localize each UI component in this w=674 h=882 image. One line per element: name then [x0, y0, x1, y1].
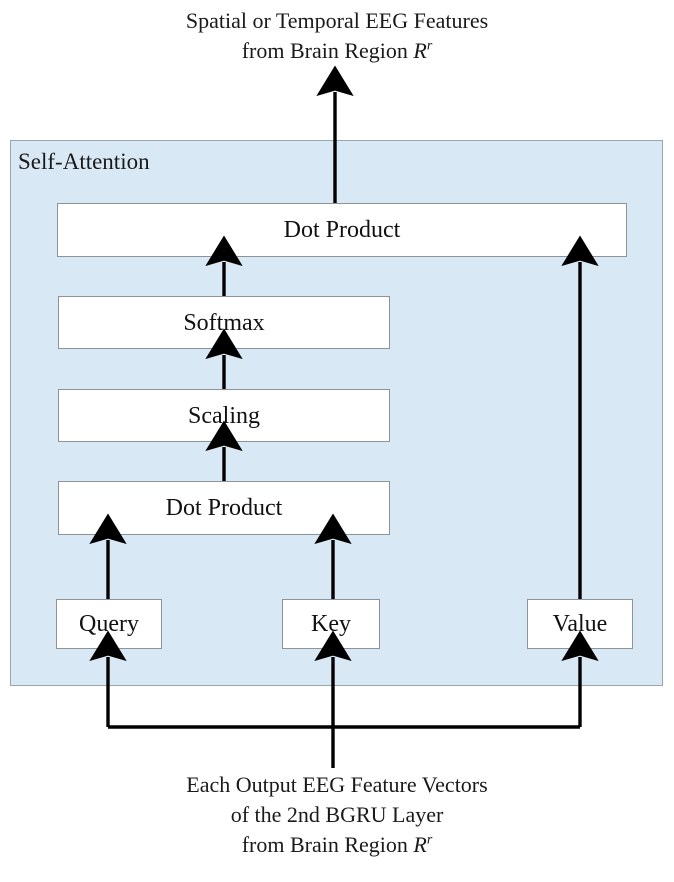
node-dot-product-top[interactable]: Dot Product: [57, 203, 627, 257]
node-value[interactable]: Value: [527, 599, 633, 649]
top-caption: Spatial or Temporal EEG Features from Br…: [0, 6, 674, 66]
node-key-label: Key: [311, 611, 351, 637]
node-query[interactable]: Query: [56, 599, 162, 649]
node-dot-product-bottom[interactable]: Dot Product: [58, 481, 390, 535]
node-scaling-label: Scaling: [188, 402, 260, 429]
top-caption-line-1: Spatial or Temporal EEG Features: [185, 8, 489, 33]
node-key[interactable]: Key: [282, 599, 380, 649]
bottom-caption-region-symbol: R: [413, 832, 427, 857]
node-softmax[interactable]: Softmax: [58, 296, 390, 349]
bottom-caption-line-2: of the 2nd BGRU Layer: [230, 802, 444, 827]
bottom-caption-region-superscript: r: [426, 832, 433, 848]
node-value-label: Value: [552, 611, 608, 637]
bottom-caption-line-3: from Brain Region Rr: [0, 830, 674, 860]
bottom-caption: Each Output EEG Feature Vectors of the 2…: [0, 770, 674, 860]
top-caption-line-2-prefix: from Brain Region: [241, 38, 414, 63]
top-caption-region-symbol: R: [413, 38, 427, 63]
node-softmax-label: Softmax: [183, 309, 265, 336]
node-scaling[interactable]: Scaling: [58, 389, 390, 442]
self-attention-label: Self-Attention: [18, 149, 150, 174]
node-query-label: Query: [79, 611, 139, 637]
bottom-caption-line-3-prefix: from Brain Region: [241, 832, 414, 857]
node-dot-product-bottom-label: Dot Product: [165, 495, 283, 521]
bottom-caption-line-1: Each Output EEG Feature Vectors: [186, 772, 488, 797]
top-caption-region-superscript: r: [426, 38, 433, 54]
top-caption-line-2: from Brain Region Rr: [0, 36, 674, 66]
node-dot-product-top-label: Dot Product: [283, 217, 401, 243]
